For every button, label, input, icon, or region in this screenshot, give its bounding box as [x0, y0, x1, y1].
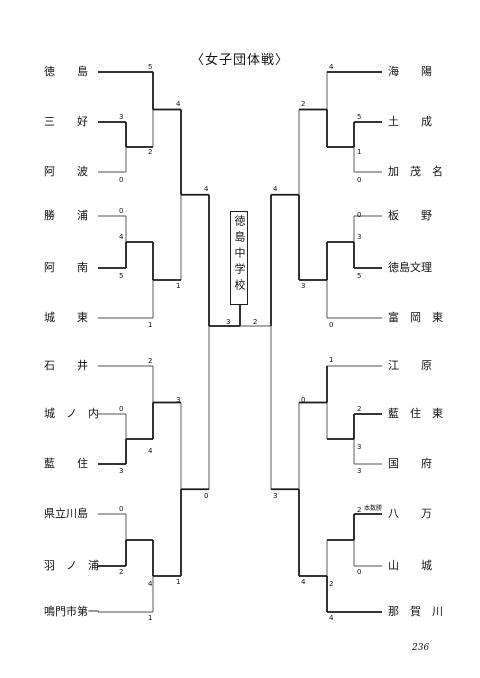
- match-score: 1: [148, 321, 153, 329]
- match-score: 5: [148, 63, 153, 71]
- page-number: 236: [412, 643, 430, 653]
- match-score: 0: [357, 568, 362, 576]
- left-team-name: 阿 南: [44, 261, 88, 274]
- match-score: 4: [204, 185, 209, 193]
- match-score: 4: [176, 100, 181, 108]
- match-score: 3: [357, 467, 362, 475]
- match-score: 0: [329, 321, 334, 329]
- left-team-name: 鳴門市第一: [44, 605, 99, 618]
- match-score: 4: [273, 185, 278, 193]
- right-team-name: 海 陽: [388, 65, 432, 78]
- right-team-name: 那 賀 川: [388, 605, 443, 618]
- right-team-name: 徳島文理: [388, 261, 432, 274]
- left-team-name: 城 東: [44, 311, 88, 324]
- match-score: 5: [357, 272, 362, 280]
- left-team-name: 三 好: [44, 115, 88, 128]
- right-team-name: 土 成: [388, 115, 432, 128]
- match-score: 4: [329, 614, 334, 622]
- match-score: 4: [119, 233, 124, 241]
- match-score: 2: [357, 506, 362, 514]
- match-score: 3: [226, 318, 231, 326]
- match-score: 0: [119, 405, 124, 413]
- left-team-name: 阿 波: [44, 165, 88, 178]
- match-score: 2: [301, 100, 306, 108]
- left-team-name: 徳 島: [44, 65, 88, 78]
- match-score: 4: [329, 63, 334, 71]
- left-team-name: 勝 浦: [44, 209, 88, 222]
- match-score: 1: [176, 282, 181, 290]
- left-team-name: 藍 住: [44, 457, 88, 470]
- champion-name: 徳島中学校: [233, 215, 246, 295]
- match-score: 0: [357, 176, 362, 184]
- match-score: 3: [357, 443, 362, 451]
- match-score: 3: [119, 467, 124, 475]
- left-team-name: 県立川島: [44, 507, 88, 520]
- match-score: 0: [119, 505, 124, 513]
- right-team-name: 江 原: [388, 359, 432, 372]
- match-score: 3: [176, 396, 181, 404]
- left-team-name: 石 井: [44, 359, 88, 372]
- champion-box: 徳島中学校: [230, 211, 248, 305]
- match-score: 2: [119, 568, 124, 576]
- match-score: 1: [357, 148, 362, 156]
- match-score: 3: [119, 113, 124, 121]
- page-title: 〈女子団体戦〉: [190, 53, 289, 68]
- right-team-name: 板 野: [388, 209, 432, 222]
- match-score: 0: [204, 492, 209, 500]
- match-score: 1: [176, 578, 181, 586]
- match-score: 5: [357, 113, 362, 121]
- match-score: 1: [329, 356, 334, 364]
- match-score: 4: [301, 578, 306, 586]
- match-score: 4: [148, 447, 153, 455]
- right-team-name: 八 万: [388, 507, 432, 520]
- right-team-name: 藍 住 東: [388, 407, 443, 420]
- right-team-name: 国 府: [388, 457, 432, 470]
- match-score: 2: [148, 148, 153, 156]
- match-score: 3: [357, 233, 362, 241]
- left-team-name: 羽 ノ 浦: [44, 559, 99, 572]
- match-score: 2: [357, 405, 362, 413]
- right-team-name: 加 茂 名: [388, 165, 443, 178]
- right-team-name: 山 城: [388, 559, 432, 572]
- match-score: 0: [357, 211, 362, 219]
- match-score: 2: [329, 580, 334, 588]
- match-score: 2: [148, 357, 153, 365]
- match-score: 5: [119, 272, 124, 280]
- left-team-name: 城 ノ 内: [44, 407, 99, 420]
- match-score: 2: [253, 318, 258, 326]
- match-score: 3: [301, 282, 306, 290]
- match-score: 0: [301, 396, 306, 404]
- tiebreak-note: 本数勝: [364, 505, 383, 512]
- match-score: 3: [273, 492, 278, 500]
- match-score: 0: [119, 176, 124, 184]
- match-score: 0: [119, 207, 124, 215]
- match-score: 1: [148, 614, 153, 622]
- match-score: 4: [148, 580, 153, 588]
- right-team-name: 富 岡 東: [388, 311, 443, 324]
